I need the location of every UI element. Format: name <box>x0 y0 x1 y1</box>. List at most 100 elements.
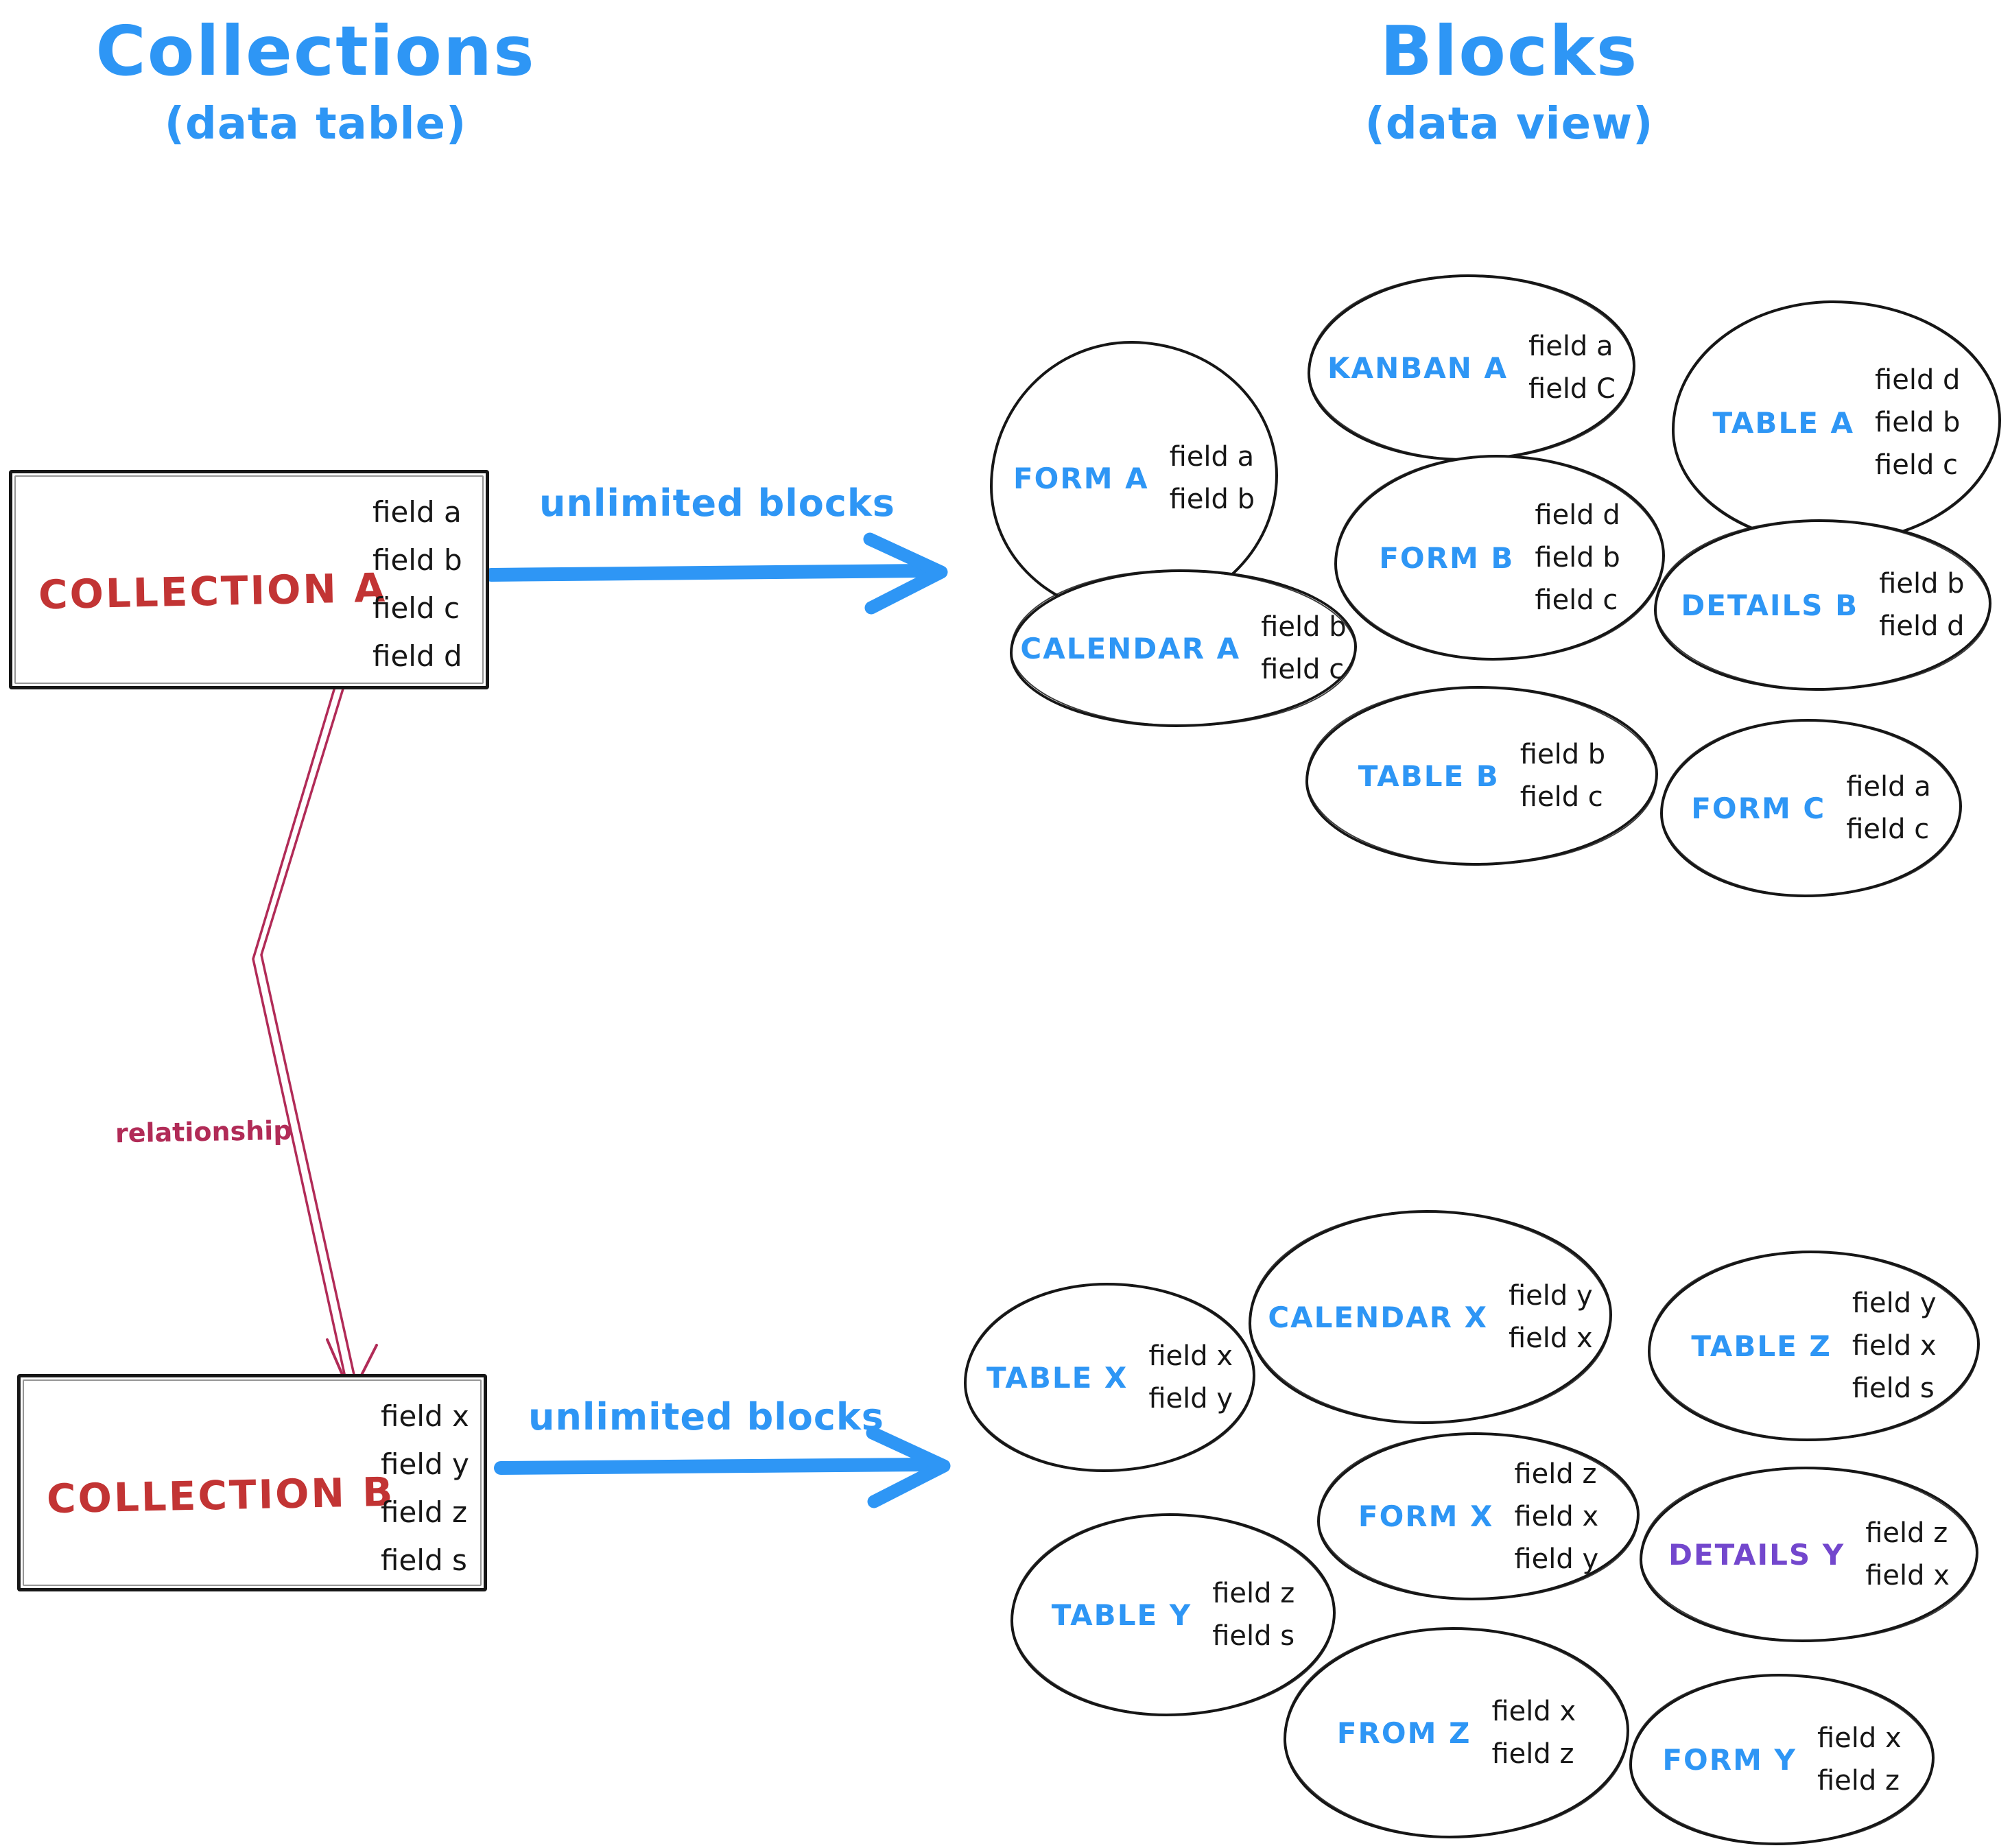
field: field b <box>1261 611 1347 643</box>
block-label: FORM C <box>1691 791 1826 825</box>
unlimited-blocks-label-bottom: unlimited blocks <box>528 1395 884 1438</box>
block-table-y: TABLE Y field z field s <box>1010 1513 1336 1716</box>
block-fields: field z field x <box>1865 1519 1950 1589</box>
block-fields: field z field x field y <box>1514 1460 1598 1573</box>
field: field s <box>1852 1373 1935 1404</box>
collection-a-box: COLLECTION A field a field b field c fie… <box>9 470 489 689</box>
field: field x <box>1852 1330 1937 1362</box>
block-fields: field y field x field s <box>1852 1290 1937 1402</box>
field: field y <box>1508 1280 1593 1312</box>
block-label: TABLE B <box>1358 759 1500 793</box>
field: field c <box>1846 814 1930 845</box>
unlimited-blocks-arrow-bottom <box>494 1458 932 1475</box>
collection-b-field: field s <box>381 1543 467 1577</box>
block-from-z: FROM Z field x field z <box>1284 1627 1629 1838</box>
field: field C <box>1528 373 1616 405</box>
field: field x <box>1817 1722 1902 1754</box>
block-label: DETAILS Y <box>1668 1537 1845 1572</box>
field: field b <box>1879 568 1965 600</box>
field: field a <box>1846 771 1931 803</box>
block-fields: field d field b field c <box>1875 366 1960 479</box>
field: field a <box>1169 441 1255 473</box>
field: field x <box>1514 1500 1599 1532</box>
collection-b-field: field y <box>381 1447 469 1481</box>
block-fields: field b field c <box>1520 741 1605 811</box>
block-label: CALENDAR A <box>1020 631 1241 665</box>
collection-a-field: field d <box>373 639 462 673</box>
block-label: TABLE Z <box>1691 1329 1832 1363</box>
block-label: FORM Y <box>1662 1742 1797 1777</box>
block-table-b: TABLE B field b field c <box>1305 686 1658 866</box>
collection-b-fields: field x field y field z field s <box>381 1402 469 1575</box>
collection-a-field: field c <box>373 591 460 625</box>
field: field b <box>1520 739 1606 770</box>
field: field x <box>1508 1323 1593 1354</box>
field: field a <box>1528 331 1613 362</box>
block-fields: field a field c <box>1846 773 1931 843</box>
field: field b <box>1535 542 1620 573</box>
block-fields: field a field C <box>1528 333 1616 403</box>
block-form-a: FORM A field a field b <box>990 341 1278 615</box>
field: field y <box>1514 1543 1599 1575</box>
block-form-c: FORM C field a field c <box>1660 719 1962 897</box>
block-form-x: FORM X field z field x field y <box>1317 1432 1640 1600</box>
block-table-z: TABLE Z field y field x field s <box>1648 1251 1980 1441</box>
field: field z <box>1817 1765 1900 1797</box>
collections-header: Collections (data table) <box>75 14 556 150</box>
blocks-header: Blocks (data view) <box>1269 14 1749 150</box>
field: field c <box>1535 584 1618 616</box>
field: field b <box>1169 484 1255 515</box>
relationship-arrow-line1 <box>252 666 350 1393</box>
field: field s <box>1212 1620 1295 1652</box>
block-fields: field x field z <box>1817 1725 1902 1794</box>
collection-b-field: field z <box>381 1495 468 1529</box>
unlimited-blocks-arrow-top <box>484 564 929 582</box>
block-details-b: DETAILS B field b field d <box>1654 519 1991 691</box>
field: field y <box>1852 1288 1937 1319</box>
block-label: CALENDAR X <box>1268 1300 1488 1334</box>
block-table-a: TABLE A field d field b field c <box>1672 300 2001 545</box>
block-fields: field b field d <box>1879 570 1964 640</box>
block-label: FORM B <box>1379 541 1515 575</box>
collection-b-box: COLLECTION B field x field y field z fie… <box>17 1374 487 1591</box>
field: field z <box>1212 1578 1295 1609</box>
unlimited-blocks-label-top: unlimited blocks <box>539 482 895 525</box>
block-label: TABLE Y <box>1051 1598 1192 1632</box>
block-calendar-x: CALENDAR X field y field x <box>1249 1210 1612 1424</box>
collections-title: Collections <box>95 11 536 91</box>
field: field x <box>1148 1340 1233 1372</box>
block-label: TABLE X <box>986 1360 1128 1395</box>
collection-b-field: field x <box>381 1399 469 1433</box>
unlimited-blocks-arrowhead-bottom <box>866 1426 951 1508</box>
collection-b-label: COLLECTION B <box>46 1468 396 1523</box>
block-fields: field y field x <box>1509 1282 1593 1352</box>
block-fields: field z field s <box>1212 1580 1294 1650</box>
block-table-x: TABLE X field x field y <box>964 1283 1255 1472</box>
block-fields: field x field y <box>1148 1342 1233 1412</box>
block-label: TABLE A <box>1712 405 1855 440</box>
block-label: FROM Z <box>1336 1716 1471 1750</box>
block-fields: field a field b <box>1170 443 1255 513</box>
collection-a-field: field b <box>373 543 462 577</box>
field: field x <box>1865 1560 1950 1591</box>
collection-a-fields: field a field b field c field d <box>373 498 462 671</box>
field: field z <box>1491 1738 1574 1770</box>
field: field z <box>1514 1458 1597 1490</box>
block-label: KANBAN A <box>1327 351 1509 385</box>
field: field b <box>1875 407 1961 438</box>
block-label: FORM A <box>1013 461 1149 495</box>
block-calendar-a: CALENDAR A field b field c <box>1010 569 1357 727</box>
relationship-arrow-line2 <box>260 668 358 1388</box>
block-label: FORM X <box>1358 1500 1494 1533</box>
field: field y <box>1148 1383 1233 1414</box>
block-kanban-a: KANBAN A field a field C <box>1308 274 1635 461</box>
field: field c <box>1520 781 1603 813</box>
block-form-b: FORM B field d field b field c <box>1334 455 1665 661</box>
field: field z <box>1865 1517 1948 1549</box>
block-details-y: DETAILS Y field z field x <box>1640 1467 1978 1642</box>
block-fields: field x field z <box>1491 1698 1576 1768</box>
blocks-title: Blocks <box>1380 11 1639 91</box>
collection-a-field: field a <box>373 495 462 529</box>
field: field c <box>1261 654 1345 685</box>
field: field d <box>1535 499 1620 531</box>
